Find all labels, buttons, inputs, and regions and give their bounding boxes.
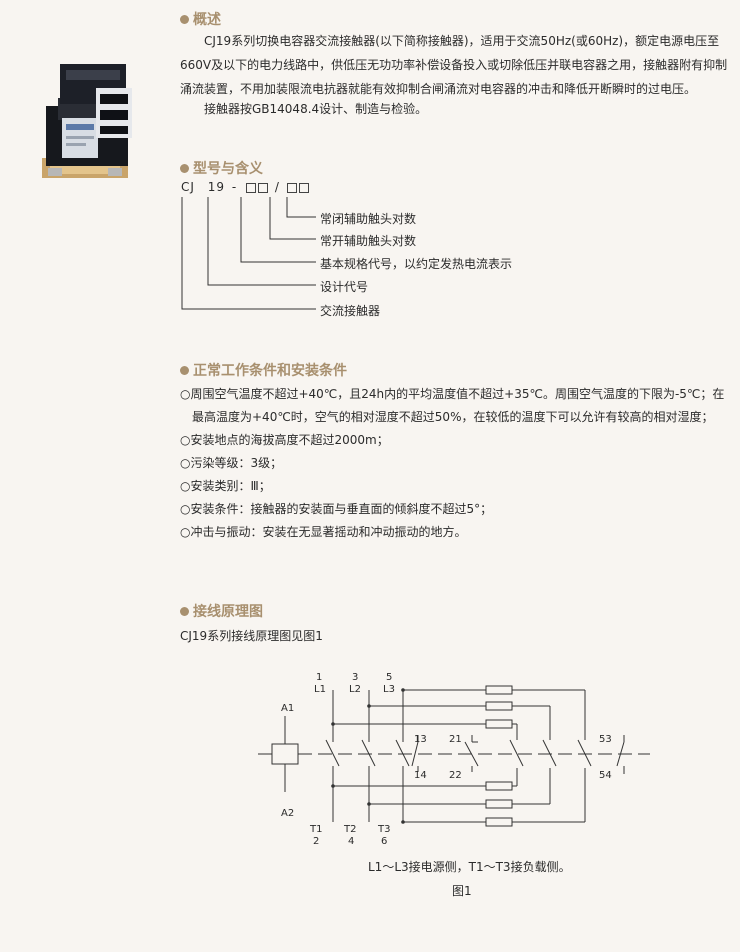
aux-13: 13 [414,734,427,745]
code-box [286,182,297,193]
terminal-l3: L3 [383,684,395,695]
aux-21: 21 [449,734,462,745]
aux-14: 14 [414,770,427,781]
model-code-cj: CJ [181,180,195,194]
model-section-title: 型号与含义 [180,158,263,178]
terminal-6: 6 [381,836,388,847]
wiring-section-title: 接线原理图 [180,601,263,621]
code-box [298,182,309,193]
coil-a1: A1 [281,703,295,714]
figure-label: 图1 [452,884,472,898]
model-bracket-lines [181,197,316,310]
model-label-no: 常开辅助触头对数 [320,234,417,248]
wiring-title-text: 接线原理图 [193,604,263,620]
bullet-icon [180,365,189,375]
terminal-5: 5 [386,672,393,683]
terminal-l2: L2 [349,684,361,695]
terminal-1: 1 [316,672,323,683]
condition-item: ○周围空气温度不超过+40℃，且24h内的平均温度值不超过+35℃。周围空气温度… [180,387,725,401]
overview-section-title: 概述 [180,9,221,29]
model-label-type: 交流接触器 [320,304,381,318]
model-code-slash: / [274,180,280,194]
terminal-3: 3 [352,672,359,683]
overview-title-text: 概述 [193,12,221,28]
terminal-t3: T3 [378,824,391,835]
code-box [258,182,269,193]
model-code: CJ 19 - / [181,180,311,194]
model-title-text: 型号与含义 [193,161,263,177]
condition-item: ○污染等级：3级； [180,456,283,470]
condition-item: ○安装条件：接触器的安装面与垂直面的倾斜度不超过5°； [180,502,493,516]
condition-item: ○冲击与振动：安装在无显著摇动和冲动振动的地方。 [180,525,467,539]
model-label-design: 设计代号 [320,280,369,294]
aux-54: 54 [599,770,612,781]
terminal-2: 2 [313,836,320,847]
standard-paragraph: 接触器按GB14048.4设计、制造与检验。 [204,102,428,116]
condition-item: ○安装地点的海拔高度不超过2000m； [180,433,389,447]
terminal-l1: L1 [314,684,326,695]
wiring-subtitle: CJ19系列接线原理图见图1 [180,629,323,643]
terminal-4: 4 [348,836,355,847]
aux-22: 22 [449,770,462,781]
model-label-nc: 常闭辅助触头对数 [320,212,417,226]
contactor-product-image [42,64,132,178]
model-label-rating: 基本规格代号，以约定发热电流表示 [320,257,513,271]
conditions-title-text: 正常工作条件和安装条件 [193,363,347,379]
model-code-dash: - [231,180,238,194]
terminal-t2: T2 [344,824,357,835]
condition-item: 最高温度为+40℃时，空气的相对湿度不超过50%，在较低的温度下可以允许有较高的… [192,410,714,424]
bullet-icon [180,163,189,173]
bullet-icon [180,606,189,616]
wiring-caption: L1～L3接电源侧，T1～T3接负载侧。 [368,860,571,874]
model-code-19: 19 [207,180,226,194]
overview-paragraph: CJ19系列切换电容器交流接触器(以下简称接触器)，适用于交流50Hz(或60H… [180,34,728,96]
aux-53: 53 [599,734,612,745]
bullet-icon [180,14,189,24]
conditions-section-title: 正常工作条件和安装条件 [180,360,347,380]
terminal-t1: T1 [310,824,323,835]
code-box [246,182,257,193]
coil-a2: A2 [281,808,295,819]
condition-item: ○安装类别：Ⅲ； [180,479,271,493]
